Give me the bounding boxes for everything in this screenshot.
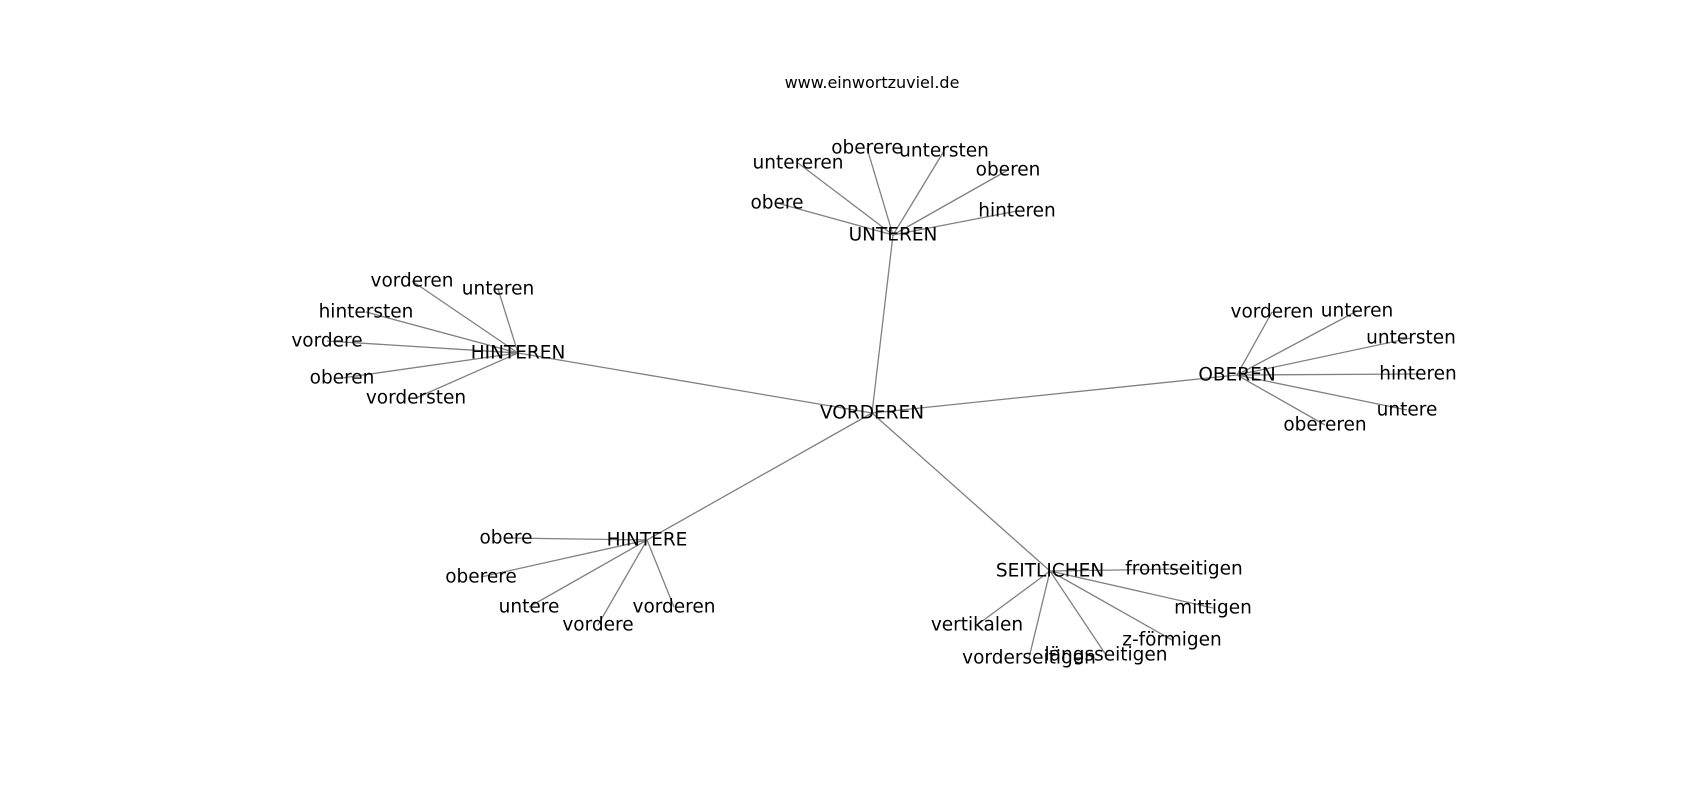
hub-node-label: HINTERE: [607, 530, 688, 551]
leaf-node-label: untersten: [899, 141, 989, 162]
leaf-node-label: vordere: [291, 331, 362, 352]
edge-hub-to-leaf: [776, 202, 894, 236]
leaf-node-label: vertikalen: [931, 615, 1023, 636]
edge-hub-to-leaf: [1236, 374, 1326, 426]
leaf-node-label: vorderen: [633, 597, 716, 618]
leaf-node-label: untere: [1377, 400, 1438, 421]
edge-center-to-hub: [517, 352, 873, 414]
node-labels: VORDERENUNTERENuntererenoberereuntersten…: [291, 138, 1456, 669]
edge-hub-to-leaf: [797, 162, 894, 236]
leaf-node-label: hinteren: [1379, 364, 1457, 385]
leaf-node-label: hintersten: [319, 302, 414, 323]
edge-hub-to-leaf: [1236, 337, 1412, 376]
edge-hub-to-leaf: [976, 570, 1051, 626]
leaf-node-label: mittigen: [1174, 598, 1252, 619]
edge-hub-to-leaf: [1236, 311, 1273, 376]
leaf-node-label: untersten: [1366, 328, 1456, 349]
edge-hub-to-leaf: [646, 539, 675, 608]
edge-hub-to-leaf: [1236, 374, 1408, 411]
hub-node-label: HINTEREN: [471, 343, 566, 364]
site-title: www.einwortzuviel.de: [785, 73, 960, 92]
leaf-node-label: untere: [499, 597, 560, 618]
edge-hub-to-leaf: [892, 169, 1009, 236]
edge-hub-to-leaf: [597, 539, 648, 626]
leaf-node-label: oberere: [831, 138, 903, 159]
edge-hub-to-leaf: [866, 147, 894, 236]
leaf-node-label: hinteren: [978, 201, 1056, 222]
edge-center-to-hub: [871, 234, 894, 414]
edge-hub-to-leaf: [1049, 570, 1214, 609]
edge-hub-to-leaf: [1049, 570, 1173, 641]
leaf-node-label: oberen: [976, 160, 1041, 181]
edge-hub-to-leaf: [1028, 570, 1051, 659]
leaf-node-label: vordersten: [366, 388, 466, 409]
edge-hub-to-leaf: [892, 210, 1018, 236]
leaf-node-label: unteren: [462, 279, 534, 300]
edge-hub-to-leaf: [341, 352, 519, 379]
edge-hub-to-leaf: [528, 539, 648, 608]
leaf-node-label: vorderen: [371, 271, 454, 292]
edge-hub-to-leaf: [497, 288, 519, 354]
leaf-node-label: vordere: [562, 615, 633, 636]
edge-hub-to-leaf: [892, 150, 945, 236]
edge-hub-to-leaf: [1236, 310, 1358, 376]
edge-center-to-hub: [871, 374, 1238, 414]
edge-hub-to-leaf: [1236, 373, 1419, 376]
edge-center-to-hub: [646, 412, 873, 541]
hub-node-label: UNTEREN: [849, 225, 938, 246]
leaf-node-label: längsseitigen: [1045, 645, 1168, 666]
leaf-node-label: unteren: [1321, 301, 1393, 322]
edge-hub-to-leaf: [411, 280, 519, 354]
edge-hub-to-leaf: [326, 340, 519, 354]
edge-hub-to-leaf: [505, 537, 648, 541]
edges: [326, 147, 1419, 659]
hub-node-label: SEITLICHEN: [996, 561, 1104, 582]
hub-node-label: OBEREN: [1198, 365, 1275, 386]
edge-hub-to-leaf: [1049, 570, 1107, 656]
leaf-node-label: oberen: [310, 368, 375, 389]
edge-hub-to-leaf: [1049, 568, 1185, 572]
leaf-node-label: untereren: [753, 153, 844, 174]
leaf-node-label: oberere: [445, 567, 517, 588]
center-node-label: VORDEREN: [820, 403, 924, 424]
leaf-node-label: vorderseitigen: [962, 648, 1096, 669]
leaf-node-label: obere: [479, 528, 532, 549]
edge-center-to-hub: [871, 412, 1051, 572]
leaf-node-label: vorderen: [1231, 302, 1314, 323]
edge-hub-to-leaf: [365, 311, 519, 354]
edge-hub-to-leaf: [415, 352, 519, 399]
leaf-node-label: z-förmigen: [1122, 630, 1222, 651]
leaf-node-label: frontseitigen: [1125, 559, 1242, 580]
leaf-node-label: obereren: [1283, 415, 1366, 436]
leaf-node-label: obere: [750, 193, 803, 214]
edge-hub-to-leaf: [480, 539, 648, 578]
